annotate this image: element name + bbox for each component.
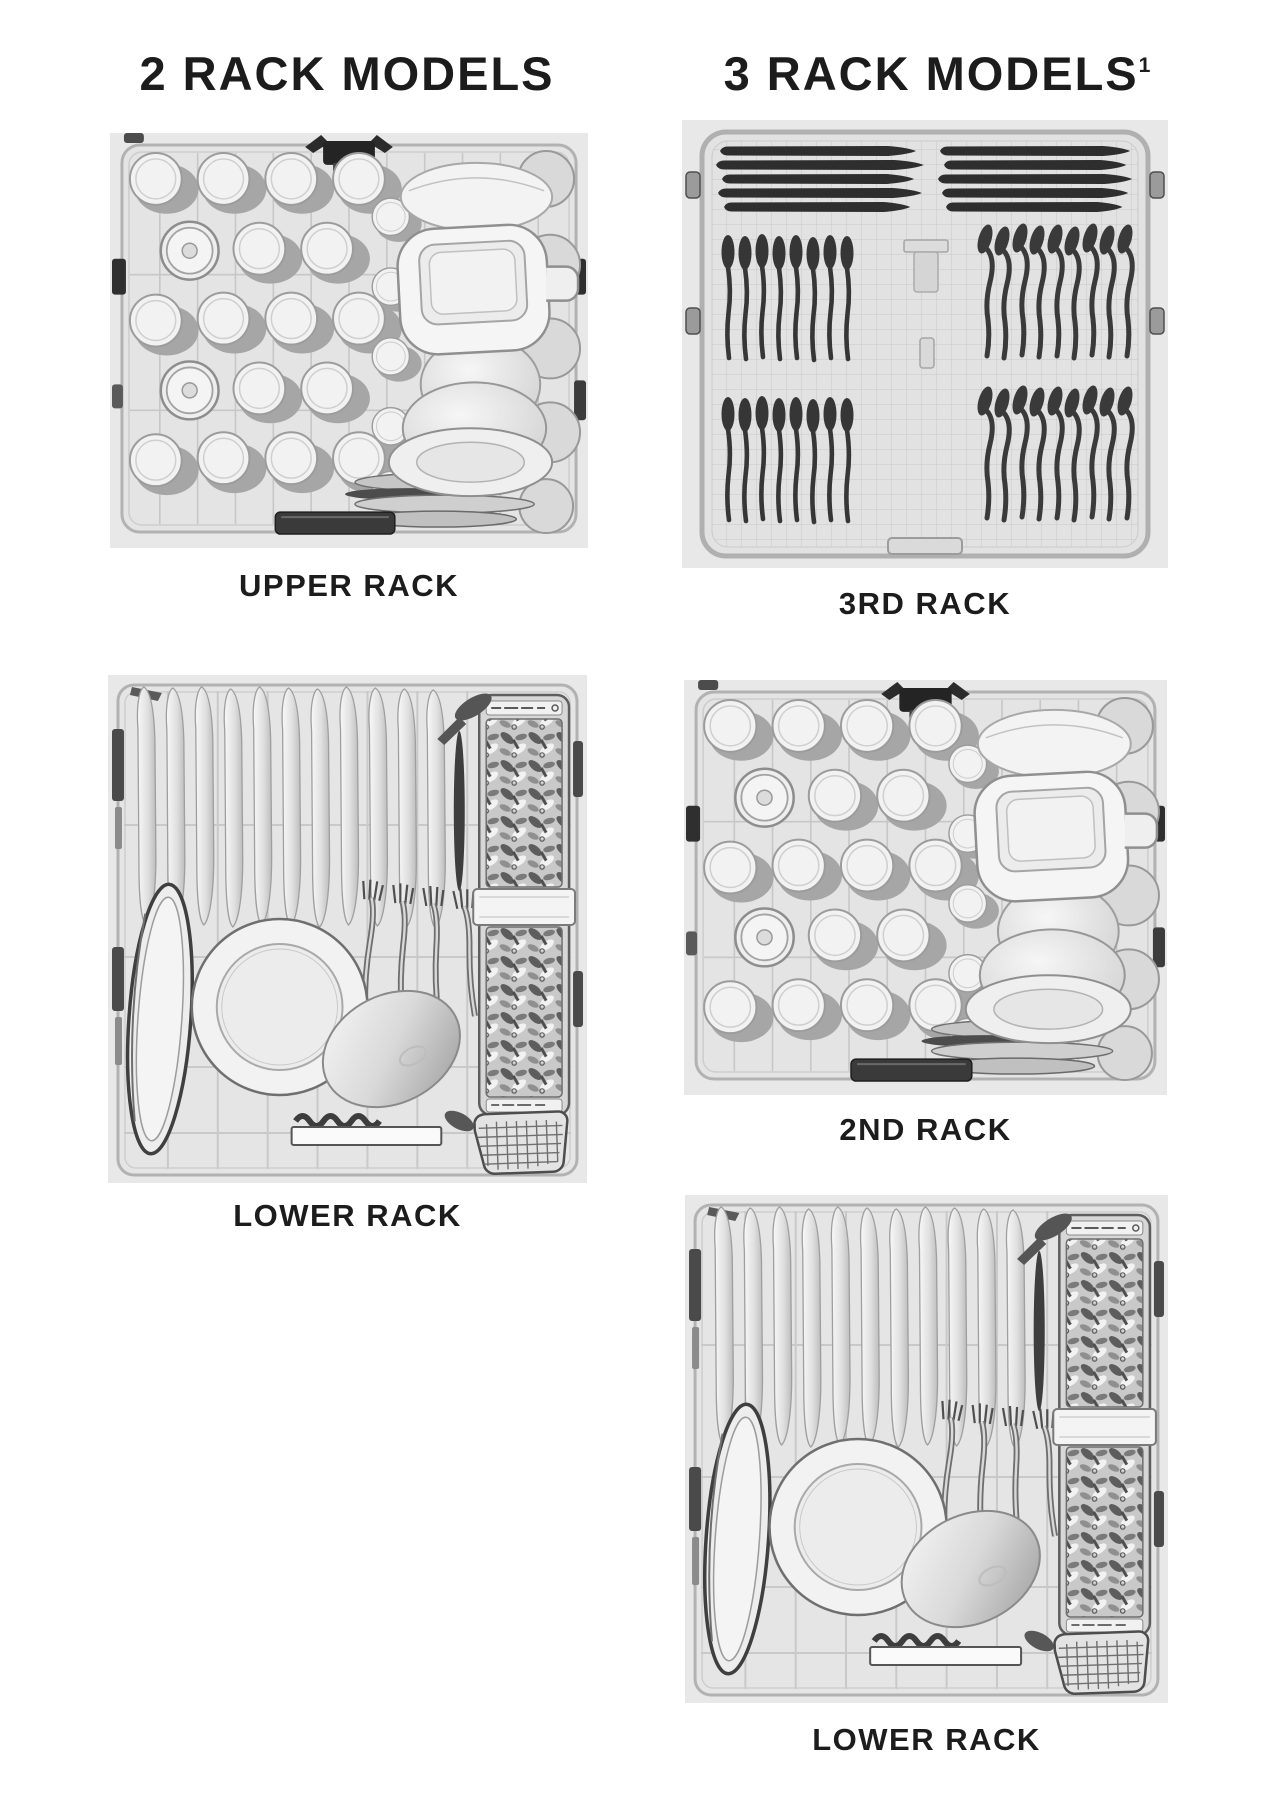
lower-rack-illustration: [108, 675, 587, 1183]
figure-lower-rack-3rack: [685, 1195, 1168, 1703]
column-title-3-rack: 3 RACK MODELS1: [688, 40, 1186, 100]
upper-rack-illustration: [110, 133, 588, 548]
column-title-2-rack-text: 2 RACK MODELS: [139, 47, 555, 100]
figure-lower-rack-2rack: [108, 675, 587, 1183]
figure-upper-rack: [110, 133, 588, 548]
footnote-marker: 1: [1138, 54, 1151, 77]
figure-3rd-rack: [682, 120, 1168, 568]
figure-2nd-rack: [684, 680, 1167, 1095]
caption-lower-rack-3rack: LOWER RACK: [812, 1722, 1041, 1757]
second-rack-illustration: [684, 680, 1167, 1095]
caption-lower-rack-2rack: LOWER RACK: [233, 1198, 462, 1233]
caption-2nd-rack: 2ND RACK: [839, 1112, 1012, 1147]
column-title-2-rack: 2 RACK MODELS: [100, 40, 594, 100]
column-title-3-rack-text: 3 RACK MODELS: [723, 47, 1139, 100]
lower-rack-illustration: [685, 1195, 1168, 1703]
caption-upper-rack: UPPER RACK: [239, 568, 459, 603]
third-rack-illustration: [682, 120, 1168, 568]
caption-3rd-rack: 3RD RACK: [838, 586, 1012, 621]
